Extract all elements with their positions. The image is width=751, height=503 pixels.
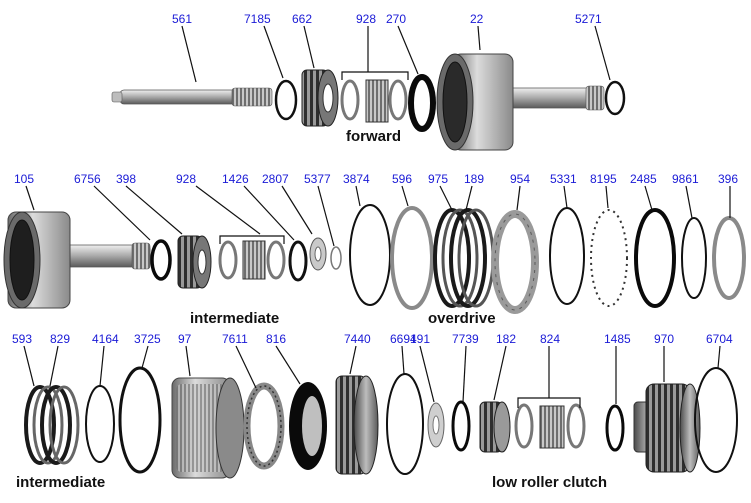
label-intermediate-bottom: intermediate <box>16 474 106 491</box>
part-491-washer <box>427 402 445 448</box>
part-7739-black-ring <box>451 400 471 452</box>
callout-5377: 5377 <box>304 172 331 186</box>
part-596-steel-plate <box>390 206 434 310</box>
part-3725-snap-ring <box>118 366 162 474</box>
part-928-bearing-assembly-mid <box>218 240 286 280</box>
part-4164-snap-ring <box>85 385 115 463</box>
part-5271-snap-ring <box>604 80 626 116</box>
part-22-drum-with-shaft <box>436 53 605 151</box>
callout-561: 561 <box>172 12 193 26</box>
part-97-drum <box>171 377 245 479</box>
part-7611-roller-cage <box>243 382 285 470</box>
part-824-bearing-assembly <box>514 403 586 449</box>
part-182-sprag-hub <box>479 401 511 453</box>
part-970-hub-with-shaft <box>633 383 701 473</box>
callout-7440: 7440 <box>344 332 371 346</box>
part-6704-snap-ring <box>694 367 738 473</box>
part-5331-snap-ring <box>549 207 585 305</box>
label-intermediate-top: intermediate <box>190 310 280 327</box>
callout-928-mid: 928 <box>176 172 197 186</box>
callout-6691: 6691 <box>390 332 417 346</box>
callout-105: 105 <box>14 172 35 186</box>
callout-2485: 2485 <box>630 172 657 186</box>
callout-398: 398 <box>116 172 137 186</box>
part-396-steel-plate <box>712 216 746 300</box>
part-593-829-clutch-pack <box>24 385 80 465</box>
callout-4164: 4164 <box>92 332 119 346</box>
part-7440-sprag-hub <box>335 375 379 475</box>
callout-7739: 7739 <box>452 332 479 346</box>
part-928-bearing-assembly-top <box>340 79 408 123</box>
part-7185-snap-ring <box>274 79 298 121</box>
part-398-sprag-hub <box>177 235 212 289</box>
callout-491: 491 <box>410 332 431 346</box>
callout-97: 97 <box>178 332 192 346</box>
part-816-black-ring <box>289 382 327 470</box>
callout-5271: 5271 <box>575 12 602 26</box>
callout-596: 596 <box>392 172 413 186</box>
part-1485-black-ring <box>605 404 625 452</box>
callout-7611: 7611 <box>222 332 248 346</box>
callout-816: 816 <box>266 332 287 346</box>
callout-829: 829 <box>50 332 71 346</box>
part-105-drum-with-shaft <box>3 211 151 309</box>
part-975-189-clutch-pack <box>433 208 495 308</box>
callout-662: 662 <box>292 12 313 26</box>
part-6691-snap-ring <box>386 373 424 475</box>
callout-182: 182 <box>496 332 517 346</box>
callout-954: 954 <box>510 172 531 186</box>
callout-6704: 6704 <box>706 332 733 346</box>
part-8195-wave-spring <box>590 209 628 307</box>
label-forward: forward <box>346 128 402 145</box>
label-overdrive: overdrive <box>428 310 496 327</box>
part-662-sprag-hub <box>301 69 339 127</box>
part-6756-black-ring <box>150 239 172 281</box>
callout-970: 970 <box>654 332 675 346</box>
callout-7185: 7185 <box>244 12 271 26</box>
callout-396: 396 <box>718 172 739 186</box>
callout-928-top: 928 <box>356 12 377 26</box>
label-low-roller-clutch: low roller clutch <box>492 474 608 491</box>
part-9861-snap-ring <box>681 217 707 299</box>
callout-3874: 3874 <box>343 172 370 186</box>
part-5377-washer <box>330 246 342 270</box>
callout-2807: 2807 <box>262 172 289 186</box>
callout-593: 593 <box>12 332 33 346</box>
part-2807-washer <box>309 237 327 271</box>
callout-1485: 1485 <box>604 332 631 346</box>
callout-1426: 1426 <box>222 172 249 186</box>
callout-5331: 5331 <box>550 172 577 186</box>
callout-8195: 8195 <box>590 172 617 186</box>
callout-824: 824 <box>540 332 561 346</box>
part-3874-snap-ring <box>349 204 391 306</box>
part-1426-snap-ring <box>288 240 308 282</box>
leader-lines <box>23 25 731 408</box>
part-561-shaft <box>111 87 273 107</box>
part-270-black-ring <box>408 74 436 132</box>
callout-9861: 9861 <box>672 172 699 186</box>
part-2485-black-ring <box>634 208 676 308</box>
callout-6756: 6756 <box>74 172 101 186</box>
part-954-spring-cage <box>491 210 539 314</box>
callout-189: 189 <box>464 172 485 186</box>
callout-975: 975 <box>428 172 449 186</box>
callout-3725: 3725 <box>134 332 161 346</box>
callout-270: 270 <box>386 12 407 26</box>
callout-22: 22 <box>470 12 484 26</box>
